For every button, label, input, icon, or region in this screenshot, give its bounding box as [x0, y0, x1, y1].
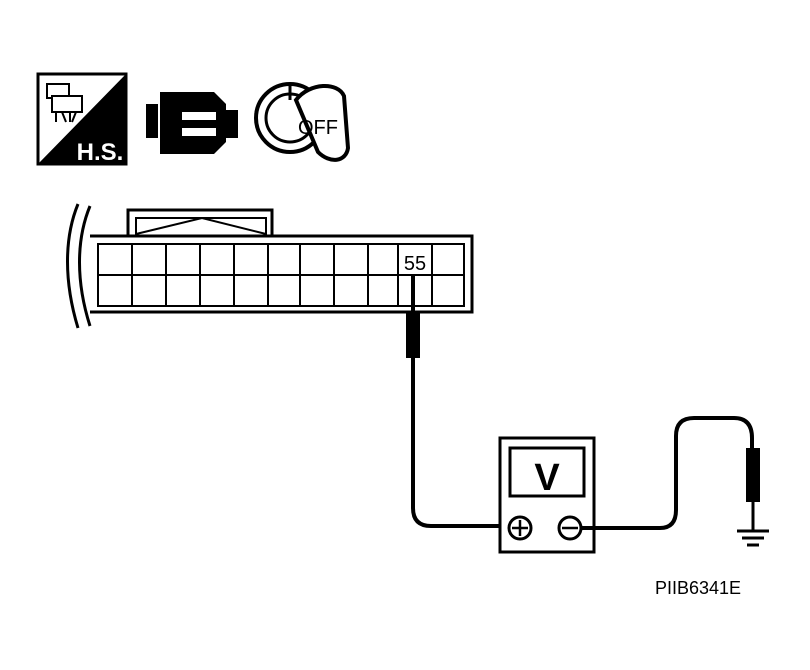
harness-side-connector-icon: H.S. — [36, 72, 128, 166]
ground-icon — [737, 529, 769, 547]
positive-probe — [406, 274, 506, 528]
voltmeter-display-label: V — [534, 457, 560, 499]
voltmeter: V — [498, 436, 596, 554]
terminal-55-label: 55 — [404, 253, 426, 275]
hs-label: H.S. — [77, 139, 124, 166]
figure-id: PIIB6341E — [655, 578, 741, 598]
connector-body: 55 — [66, 203, 474, 329]
negative-lead — [581, 416, 760, 530]
electrical-connector-icon — [146, 92, 238, 154]
ignition-key-icon: OFF — [254, 82, 351, 162]
ignition-off-label: OFF — [298, 117, 338, 139]
